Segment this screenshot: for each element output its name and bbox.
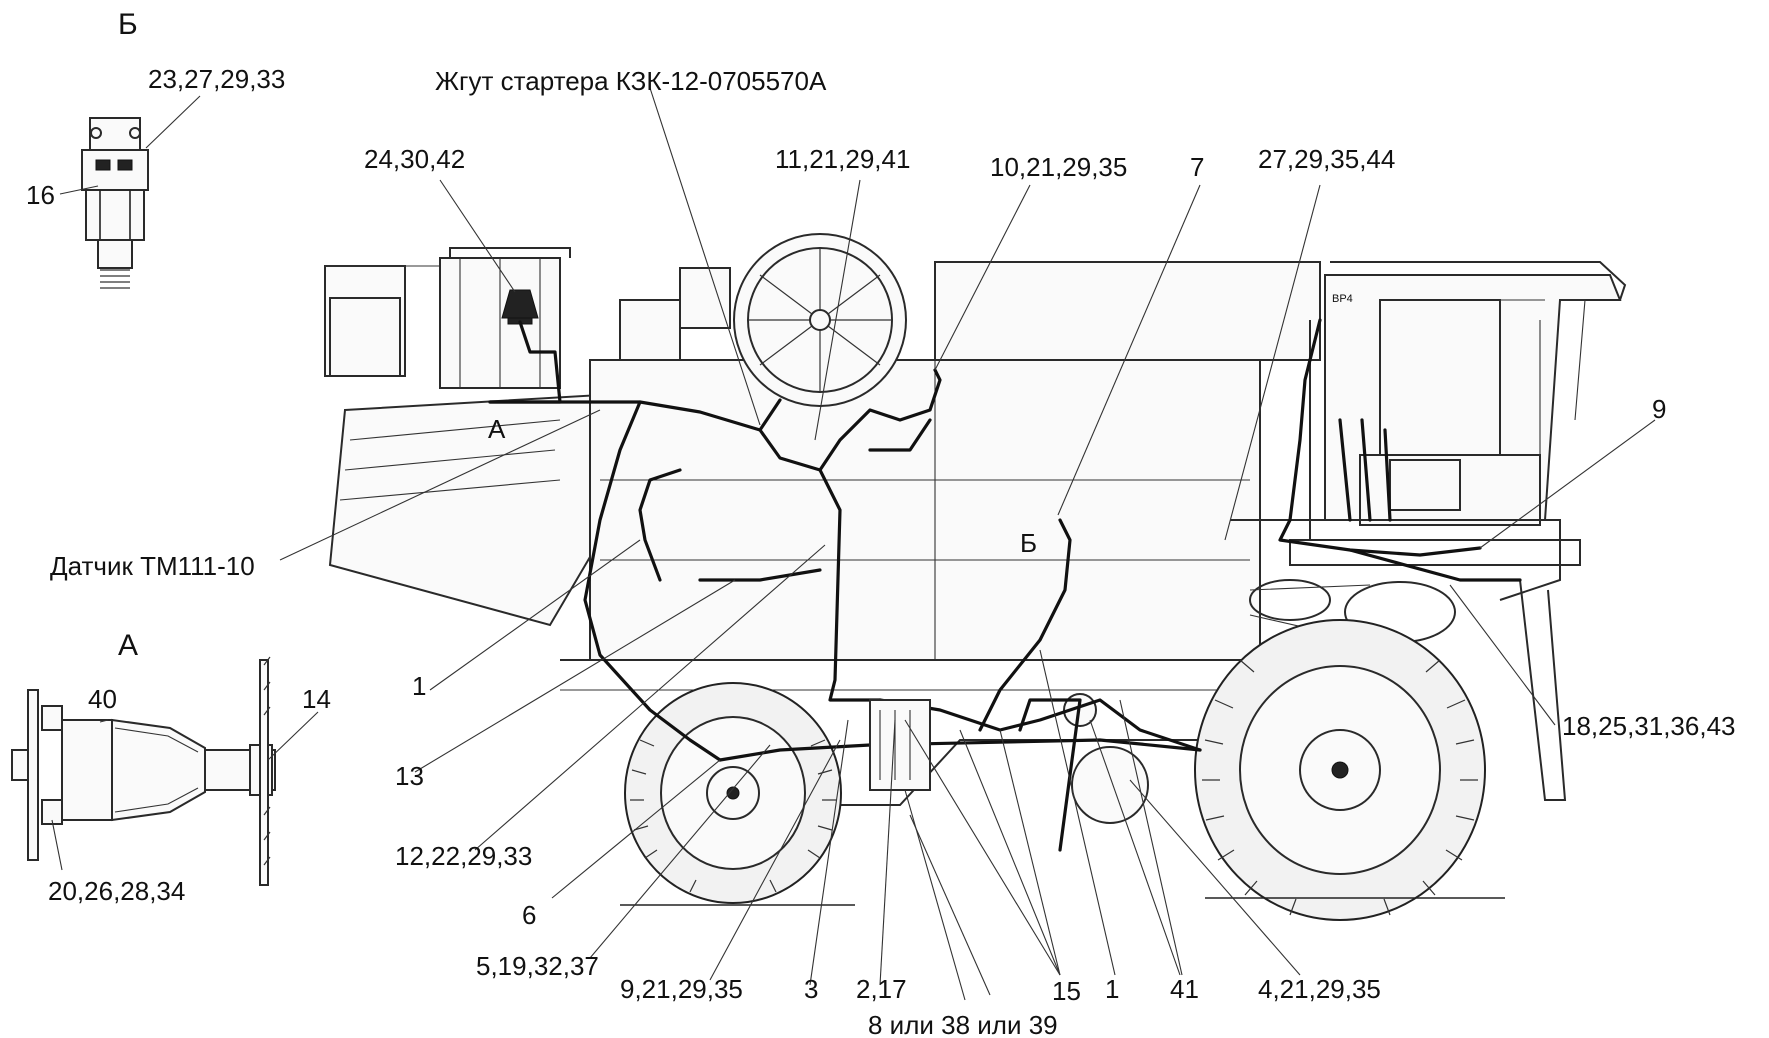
callout-24-30-42: 24,30,42 — [364, 144, 465, 174]
callout-2-17: 2,17 — [856, 974, 907, 1004]
rear-wheel — [620, 682, 855, 906]
detail-b-switch — [81, 117, 149, 289]
callout-41: 41 — [1170, 974, 1199, 1004]
callout-4-21-29-35: 4,21,29,35 — [1258, 974, 1381, 1004]
callout-sensor-tm111: Датчик ТМ111-10 — [50, 551, 255, 581]
relay-box — [869, 699, 931, 791]
cab-plate-text: ВР4 — [1332, 293, 1353, 305]
view-b-title: Б — [118, 8, 138, 41]
callout-3: 3 — [804, 974, 818, 1004]
wiring-harness — [488, 318, 1522, 852]
callout-11-21-29-41: 11,21,29,41 — [775, 144, 910, 174]
callout-27-29-35-44: 27,29,35,44 — [1258, 144, 1395, 174]
callout-15: 15 — [1052, 976, 1081, 1006]
callout-14: 14 — [302, 684, 331, 714]
callout-starter-harness: Жгут стартера КЗК-12-0705570А — [435, 66, 827, 96]
callout-13: 13 — [395, 761, 424, 791]
leader-lines — [51, 87, 1656, 1001]
front-wheel — [1194, 619, 1505, 921]
callout-40: 40 — [88, 684, 117, 714]
marker-a: А — [488, 414, 506, 444]
callout-16: 16 — [26, 180, 55, 210]
detail-a-sensor — [11, 656, 276, 886]
callout-10-21-29-35: 10,21,29,35 — [990, 152, 1127, 182]
diagram-labels: Б 23,27,29,33 16 Жгут стартера КЗК-12-07… — [26, 8, 1736, 1038]
callout-1-bottom: 1 — [1105, 974, 1119, 1004]
callout-20-26-28-34: 20,26,28,34 — [48, 876, 185, 906]
callout-12-22-29-33: 12,22,29,33 — [395, 841, 532, 871]
callout-1-left: 1 — [412, 671, 426, 701]
callout-9-right: 9 — [1652, 394, 1666, 424]
callout-9-21-29-35: 9,21,29,35 — [620, 974, 743, 1004]
callout-18-25-31-36-43: 18,25,31,36,43 — [1562, 711, 1736, 741]
marker-b: Б — [1020, 528, 1037, 558]
callout-5-19-32-37: 5,19,32,37 — [476, 951, 599, 981]
callout-6: 6 — [522, 900, 536, 930]
callout-8-38-39: 8 или 38 или 39 — [868, 1010, 1058, 1038]
callout-23-27-29-33: 23,27,29,33 — [148, 64, 285, 94]
callout-7: 7 — [1190, 152, 1204, 182]
view-a-title: А — [118, 629, 138, 662]
